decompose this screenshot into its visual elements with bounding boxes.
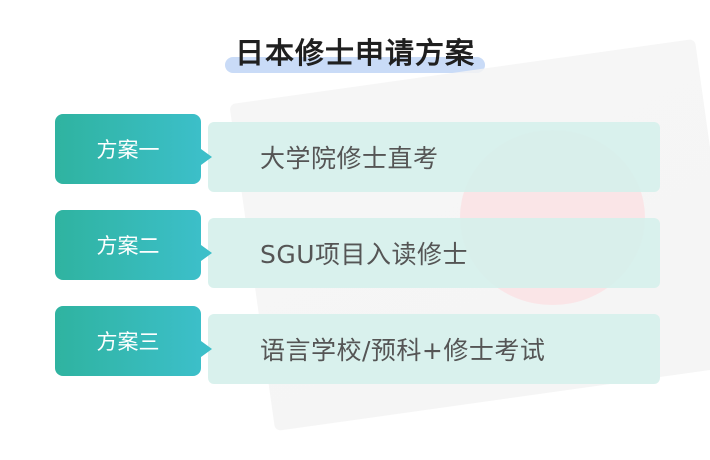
plan-box-1: 大学院修士直考: [208, 122, 660, 192]
plan-label-2: 方案二: [55, 210, 201, 280]
plan-arrow-2: [201, 245, 212, 261]
plan-text-1: 大学院修士直考: [260, 144, 439, 173]
plan-box-3: 语言学校/预科+修士考试: [208, 314, 660, 384]
plan-label-3: 方案三: [55, 306, 201, 376]
plan-label-1: 方案一: [55, 114, 201, 184]
plan-text-3: 语言学校/预科+修士考试: [260, 336, 546, 365]
plan-arrow-1: [201, 149, 212, 165]
plan-row-1: 方案一 大学院修士直考: [55, 114, 660, 192]
plan-arrow-3: [201, 341, 212, 357]
page-title: 日本修士申请方案: [224, 30, 485, 73]
plan-row-2: 方案二 SGU项目入读修士: [55, 210, 660, 288]
page-title-text: 日本修士申请方案: [234, 36, 475, 70]
title-wrapper: 日本修士申请方案: [0, 30, 710, 73]
plan-box-2: SGU项目入读修士: [208, 218, 660, 288]
plan-row-3: 方案三 语言学校/预科+修士考试: [55, 306, 660, 384]
plan-text-2: SGU项目入读修士: [260, 240, 469, 269]
